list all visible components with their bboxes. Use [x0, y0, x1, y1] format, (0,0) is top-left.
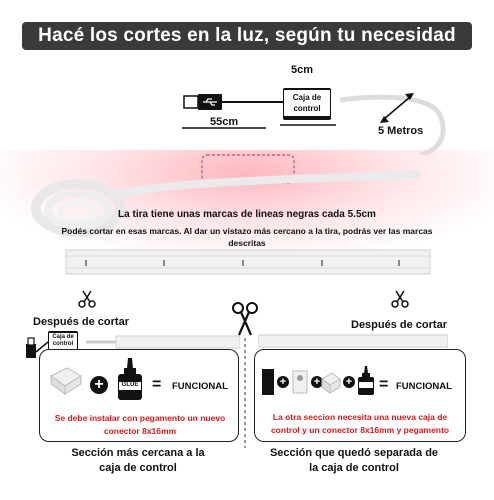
product-diagram: [182, 93, 446, 155]
control-box: Caja de control: [283, 88, 331, 120]
plus-icon: +: [90, 376, 108, 394]
glue-bottle-icon: [118, 358, 142, 400]
cut-line: [244, 338, 246, 448]
functional-right: FUNCIONAL: [396, 381, 452, 392]
red-text-right: La otra seccion necesita una nueva caja …: [270, 412, 450, 435]
right-panel: [254, 349, 466, 442]
functional-left: FUNCIONAL: [172, 381, 228, 392]
scissors-icon: [232, 302, 258, 336]
plus-icon: +: [277, 376, 289, 388]
measure-55cm: 55cm: [210, 116, 239, 128]
scissors-icon: [78, 290, 96, 308]
length-label: 5 Metros: [378, 125, 424, 137]
glue-bottle-icon: [358, 366, 374, 395]
plus-icon: +: [311, 376, 323, 388]
usb-plug-icon: [26, 337, 36, 358]
control-box-small: Caja de control: [48, 331, 78, 351]
arrow-icon: [380, 93, 414, 123]
after-cut-left: Después de cortar: [33, 316, 129, 328]
plus-icon: +: [343, 376, 355, 388]
glue-label: GLUE: [121, 382, 139, 388]
scissors-icon: [391, 290, 409, 308]
measure-5cm: 5cm: [291, 64, 314, 76]
after-cut-right: Después de cortar: [351, 319, 447, 331]
bottom-caption-left: Sección más cercana a la caja de control: [71, 447, 205, 474]
equals-icon: =: [379, 376, 389, 393]
usb-plug-icon: [183, 94, 222, 110]
page-title: Hacé los cortes en la luz, según tu nece…: [22, 22, 472, 50]
left-cut-piece: [26, 335, 240, 358]
bottom-caption-right: Sección que quedó separada de la caja de…: [269, 447, 439, 474]
control-box-label: Caja de control: [284, 90, 330, 116]
connector-icon: [292, 370, 308, 394]
equals-icon: =: [152, 376, 162, 393]
red-text-left: Se debe instalar con pegamento un nuevo …: [54, 413, 226, 436]
control-box-icon: [262, 369, 274, 395]
connector-icon: [321, 372, 341, 394]
led-strip-illustration: [31, 154, 431, 275]
right-cut-piece: [258, 334, 448, 348]
info-detail: Podés cortar en esas marcas. Al dar un v…: [61, 226, 433, 248]
info-main: La tira tiene unas marcas de lineas negr…: [118, 209, 376, 220]
connector-icon: [50, 367, 82, 395]
